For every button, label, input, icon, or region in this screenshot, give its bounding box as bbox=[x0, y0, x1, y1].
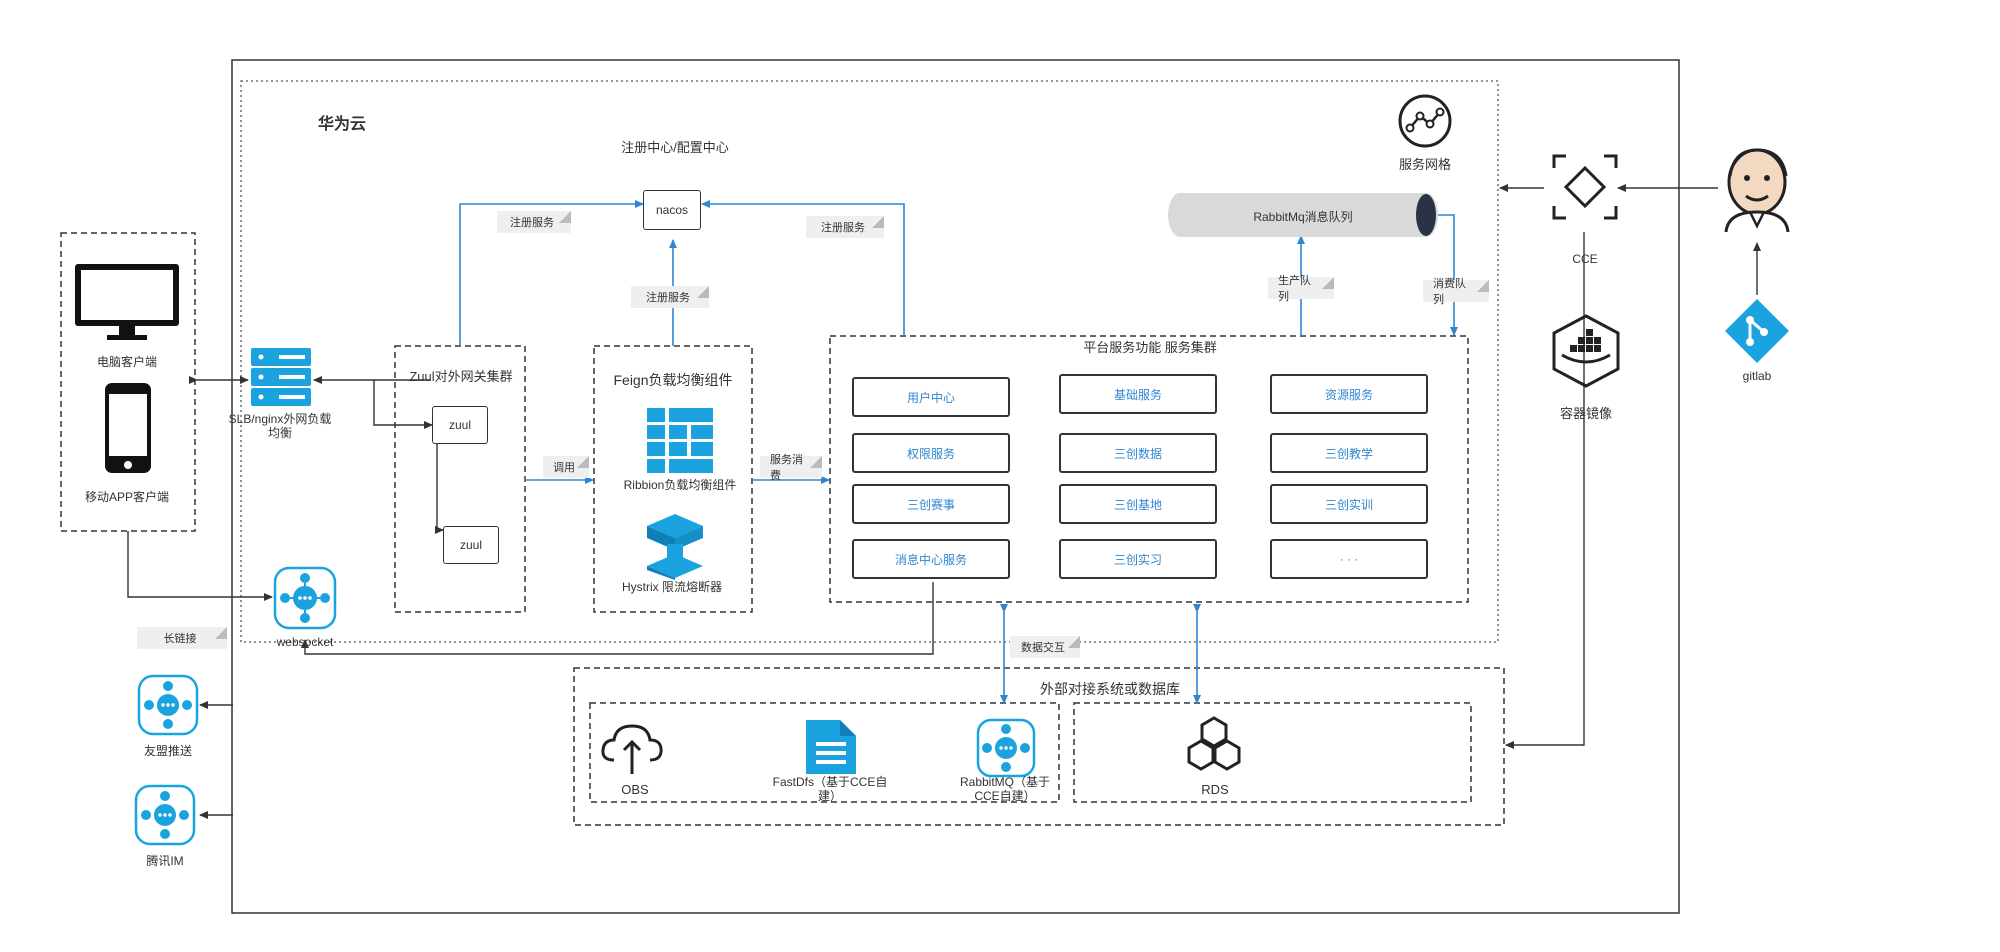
service-mesh-label: 服务网格 bbox=[1398, 157, 1451, 172]
cce-icon bbox=[1552, 154, 1618, 220]
mobile-client-label: 移动APP客户端 bbox=[84, 490, 169, 504]
external-sub-right bbox=[1073, 702, 1472, 803]
container-image-icon bbox=[1548, 313, 1624, 389]
outer-frame bbox=[231, 59, 1680, 914]
rabbitmq-icon bbox=[976, 718, 1036, 778]
zuul-cluster-frame bbox=[394, 345, 526, 613]
umeng-push-icon bbox=[137, 674, 199, 736]
consume-queue-tag: 消费队列 bbox=[1423, 278, 1489, 306]
server-stack-icon bbox=[249, 346, 313, 408]
platform-frame bbox=[829, 335, 1469, 603]
phone-icon bbox=[104, 382, 152, 474]
pc-client-label: 电脑客户端 bbox=[96, 355, 157, 369]
ribbon-label: Ribbion负载均衡组件 bbox=[623, 478, 737, 492]
registry-title: 注册中心/配置中心 bbox=[621, 140, 729, 155]
rds-label: RDS bbox=[1201, 782, 1229, 797]
hystrix-icon bbox=[645, 514, 705, 580]
register-left-arrow bbox=[459, 200, 644, 346]
service-internship[interactable]: 三创实习 bbox=[1059, 539, 1217, 579]
service-training[interactable]: 三创实训 bbox=[1270, 484, 1428, 524]
ribbon-grid-icon bbox=[647, 408, 713, 474]
service-teaching[interactable]: 三创教学 bbox=[1270, 433, 1428, 473]
websocket-label: websocket bbox=[276, 635, 334, 649]
consume-tag: 服务消费 bbox=[760, 454, 822, 482]
feign-title: Feign负载均衡组件 bbox=[613, 372, 733, 388]
zuul-cluster-title: Zuul对外网关集群 bbox=[409, 369, 513, 384]
register-right-arrow bbox=[701, 200, 905, 336]
call-tag: 调用 bbox=[543, 456, 589, 478]
register-right-tag: 注册服务 bbox=[806, 216, 884, 238]
data-exchange-tag: 数据交互 bbox=[1010, 636, 1080, 658]
jenkins-icon bbox=[1716, 146, 1798, 232]
rabbitmq-label: RabbitMQ（基于CCE自建） bbox=[959, 775, 1051, 803]
external-frame bbox=[573, 667, 1505, 826]
slb-label: SLB/nginx外网负载均衡 bbox=[228, 412, 332, 440]
cloud-title: 华为云 bbox=[318, 116, 367, 133]
fastdfs-label: FastDfs（基于CCE自建） bbox=[772, 775, 888, 803]
service-base-camp[interactable]: 三创基地 bbox=[1059, 484, 1217, 524]
register-left-tag: 注册服务 bbox=[497, 211, 571, 233]
client-websocket-link bbox=[127, 531, 273, 601]
document-icon bbox=[802, 718, 858, 776]
gitlab-icon bbox=[1724, 298, 1790, 364]
service-base[interactable]: 基础服务 bbox=[1059, 374, 1217, 414]
service-more[interactable]: · · · bbox=[1270, 539, 1428, 579]
service-resource[interactable]: 资源服务 bbox=[1270, 374, 1428, 414]
service-permission[interactable]: 权限服务 bbox=[852, 433, 1010, 473]
cloud-upload-icon bbox=[600, 720, 664, 778]
long-link-tag: 长链接 bbox=[137, 627, 227, 649]
umeng-push-label: 友盟推送 bbox=[143, 744, 192, 758]
hystrix-label: Hystrix 限流熔断器 bbox=[622, 580, 722, 594]
tencent-im-icon bbox=[134, 784, 196, 846]
service-mesh-icon bbox=[1396, 92, 1454, 150]
external-title: 外部对接系统或数据库 bbox=[1040, 681, 1180, 697]
nacos-node[interactable]: nacos bbox=[643, 190, 701, 230]
rds-icon bbox=[1182, 716, 1246, 780]
platform-title: 平台服务功能 服务集群 bbox=[1083, 340, 1217, 355]
container-image-label: 容器镜像 bbox=[1559, 406, 1612, 421]
cce-external-arrow bbox=[1505, 232, 1585, 749]
gitlab-label: gitlab bbox=[1742, 369, 1772, 383]
zuul-node-1[interactable]: zuul bbox=[432, 406, 488, 444]
tencent-im-label: 腾讯IM bbox=[146, 854, 184, 868]
zuul-node-2[interactable]: zuul bbox=[443, 526, 499, 564]
zuul-chain-link bbox=[435, 443, 444, 534]
rabbitmq-queue-label: RabbitMq消息队列 bbox=[1253, 210, 1353, 224]
service-message-center[interactable]: 消息中心服务 bbox=[852, 539, 1010, 579]
monitor-icon bbox=[73, 262, 181, 342]
service-data[interactable]: 三创数据 bbox=[1059, 433, 1217, 473]
rabbitmq-queue-cylinder bbox=[1168, 193, 1444, 237]
message-websocket-link bbox=[301, 582, 934, 655]
slb-zuul-link bbox=[373, 380, 433, 429]
cce-label: CCE bbox=[1572, 252, 1598, 266]
feign-frame bbox=[593, 345, 753, 613]
obs-label: OBS bbox=[621, 782, 649, 797]
produce-queue-tag: 生产队列 bbox=[1268, 275, 1334, 303]
service-competition[interactable]: 三创赛事 bbox=[852, 484, 1010, 524]
register-mid-tag: 注册服务 bbox=[631, 286, 709, 308]
websocket-icon bbox=[273, 566, 337, 630]
service-user-center[interactable]: 用户中心 bbox=[852, 377, 1010, 417]
cloud-region bbox=[240, 80, 1499, 643]
external-sub-left bbox=[589, 702, 1060, 803]
